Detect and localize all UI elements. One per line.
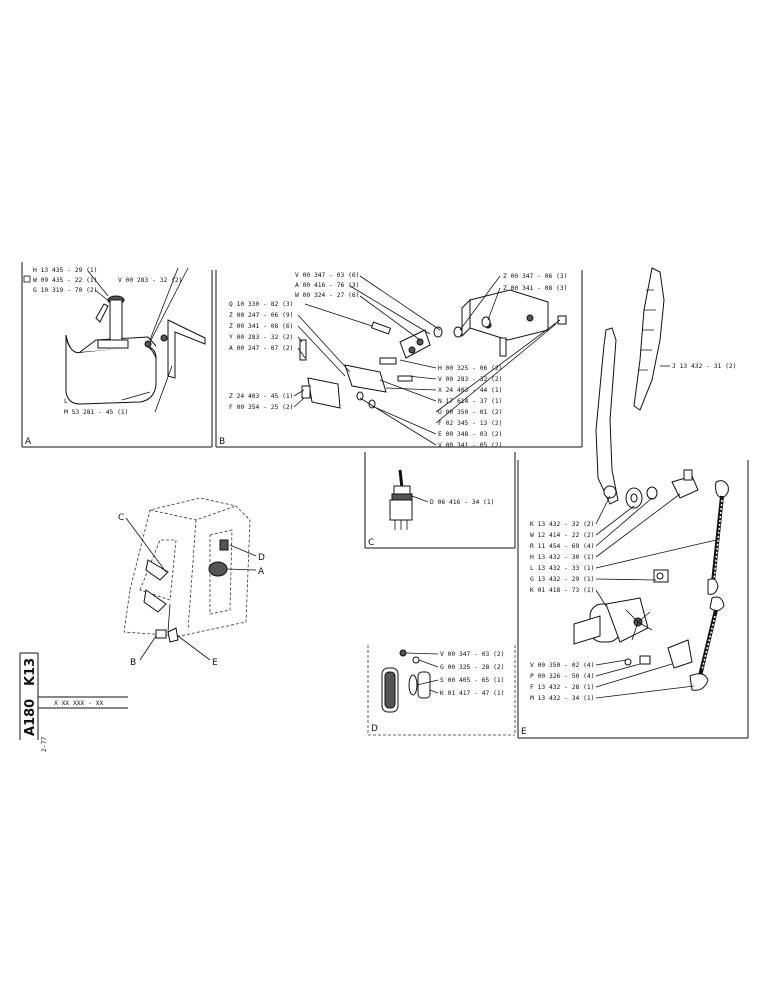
section-b-label: Z 00 347 - 06 (3) [503,273,567,280]
filler-cap-part [95,295,125,341]
overview-callout-a: A [258,567,265,577]
section-b-label: Z 00 341 - 08 (6) [229,323,293,330]
section-e-label: W 12 414 - 22 (2) [530,532,594,539]
mounting-plate-part [307,329,431,409]
section-d: D V 00 347 - 03 (2) G 00 325 - 28 (2) S … [367,645,516,736]
spindle-part [625,469,699,509]
sheet-ref-box: X XX XXX - XX [54,700,103,707]
section-e-label: K 13 432 - 32 (2) [530,521,594,528]
toggle-switch-part [389,469,413,530]
wiper-blade-part [633,267,670,411]
section-e: E J 13 432 - 31 (2) K 13 432 - 32 (2) W … [517,267,749,739]
section-a-label: H 13 435 - 29 (1) [33,267,97,274]
overview-callout-b: B [130,658,136,668]
overview-callout-c: C [118,513,124,523]
warning-lamp-part [381,649,431,713]
section-b-label: Q 10 330 - 82 (3) [229,301,293,308]
section-b-label: W 00 324 - 27 (6) [295,292,359,299]
section-d-label: G 00 325 - 28 (2) [440,664,504,671]
section-b-label: Z 24 403 - 45 (1) [229,393,293,400]
section-a-label: M 53 281 - 45 (1) [64,409,128,416]
screw-part [299,315,567,409]
section-b: B V 00 347 - 03 (6) A 00 416 - 76 (3) W … [215,270,583,449]
section-e-label: R 11 454 - 69 (4) [530,543,594,550]
section-a-label: G 10 319 - 70 (2) [33,287,97,294]
overview-part-a [208,561,228,577]
overview-part-b [155,629,167,639]
overview-callout-d: D [258,553,265,563]
section-a: A H 13 435 - 29 (1) W 09 435 - 22 (1) G … [21,262,213,448]
square-icon [23,275,31,283]
section-a-label: W 09 435 - 22 (1) [33,277,97,284]
overview-callout-e: E [212,658,218,668]
sheet-date: 2-77 [41,737,48,752]
section-b-label: A 00 416 - 76 (3) [295,282,359,289]
motor-crank-part [624,639,693,669]
section-e-label: P 00 326 - 50 (4) [530,673,594,680]
section-b-label: V 00 347 - 03 (6) [295,272,359,279]
wiper-motor-part [573,569,669,645]
section-b-label: U 00 350 - 01 (2) [438,409,502,416]
section-b-label: Z 00 341 - 08 (3) [503,285,567,292]
section-b-label: F 02 345 - 13 (2) [438,420,502,427]
sheet-code-block: K13 A180 2-77 X XX XXX - XX [19,652,128,752]
section-c-letter: C [368,538,374,548]
section-b-label: Y 00 283 - 32 (2) [229,334,293,341]
section-b-label: F 00 354 - 25 (2) [229,404,293,411]
section-e-label: H 13 432 - 30 (1) [530,554,594,561]
section-a-label: V 00 283 - 32 (2) [118,277,182,284]
section-b-label: V 00 283 - 32 (2) [438,376,502,383]
section-b-label: H 00 325 - 06 (2) [438,365,502,372]
section-d-label: V 00 347 - 03 (2) [440,651,504,658]
section-b-label: Z 00 247 - 06 (9) [229,312,293,319]
section-e-label: V 00 350 - 02 (4) [530,662,594,669]
wiper-arm-part [595,327,619,505]
section-e-top-label: J 13 432 - 31 (2) [672,363,736,370]
section-c-label: D 06 416 - 34 (1) [430,499,494,506]
section-e-label: F 13 432 - 28 (1) [530,684,594,691]
section-e-letter: E [521,727,527,737]
section-b-label: E 00 348 - 03 (2) [438,431,502,438]
section-b-label: N 17 614 - 37 (1) [438,398,502,405]
section-d-label: K 01 417 - 47 (1) [440,690,504,697]
switch-bracket-part [461,289,549,341]
section-d-label: S 00 405 - 65 (1) [440,677,504,684]
linkage-rod-part [689,480,729,691]
section-b-label: X 24 403 - 44 (1) [438,387,502,394]
section-b-label: A 00 247 - 07 (2) [229,345,293,352]
section-c: C D 06 416 - 34 (1) [364,452,516,549]
section-e-label: G 13 432 - 29 (1) [530,576,594,583]
section-a-letter: A [25,437,32,447]
overview-part-d [219,539,229,551]
sheet-code-line2: A180 [23,699,38,736]
fuel-tank-part [65,334,157,405]
section-e-label: L 13 432 - 33 (1) [530,565,594,572]
section-b-label: V 00 341 - 05 (2) [438,442,502,449]
section-e-label: M 13 432 - 34 (1) [530,695,594,702]
section-b-letter: B [219,437,225,447]
overview-part-e [167,627,179,643]
cab-overview-drawing: C D A B E [118,497,265,668]
section-e-label: K 01 418 - 73 (1) [530,587,594,594]
sheet-code-line1: K13 [23,658,38,686]
section-d-letter: D [371,724,378,734]
